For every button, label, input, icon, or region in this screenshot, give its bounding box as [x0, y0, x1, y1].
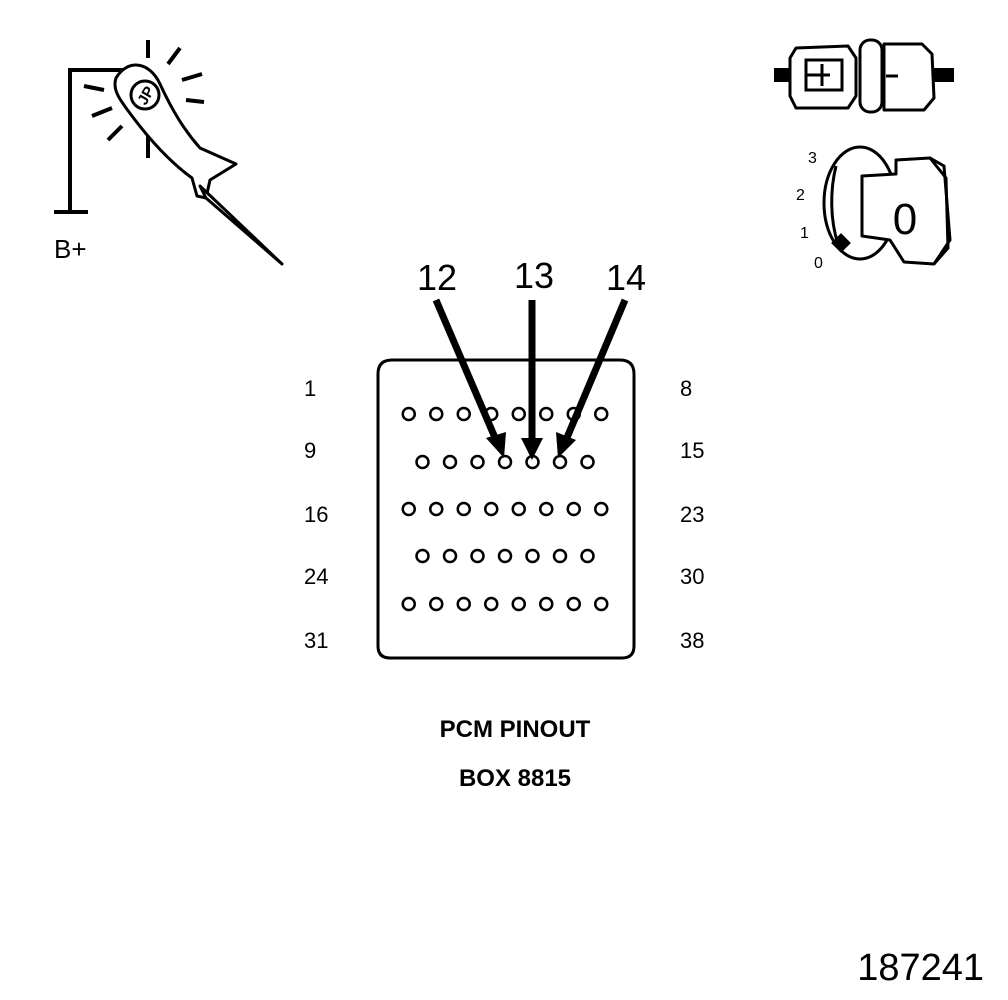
connector-pin [484, 596, 499, 612]
ignition-key-label: 0 [893, 195, 917, 244]
row-end-label: 38 [680, 628, 704, 653]
row-start-label: 1 [304, 376, 316, 401]
connector-pin [497, 454, 513, 470]
connector-pin [456, 501, 471, 517]
connector-pin [401, 406, 416, 422]
ignition-position-3: 3 [808, 150, 817, 167]
connector-pin [456, 406, 471, 422]
figure-number: 187241 [857, 947, 984, 989]
connector-pin [415, 454, 430, 470]
diagram-title: PCM PINOUT [440, 716, 591, 743]
row-start-label: 31 [304, 628, 328, 653]
connector-pin [442, 548, 458, 564]
connector-pin [429, 596, 444, 612]
connector-pin [511, 596, 526, 612]
connector-pin [580, 548, 595, 564]
connector-pin [580, 454, 595, 470]
disconnected-connector-icon [774, 38, 954, 114]
connector-pin [594, 406, 609, 422]
connector-pin [594, 596, 609, 612]
connector-pin [415, 548, 430, 564]
connector-pin [456, 596, 471, 612]
connector-pin [511, 501, 526, 517]
ignition-key-icon [822, 145, 952, 266]
connector-pin [484, 501, 499, 517]
row-end-label: 15 [680, 438, 704, 463]
connector-pin [539, 596, 554, 612]
svg-text:JP: JP [134, 84, 158, 108]
connector-pin [552, 548, 568, 564]
ignition-position-1: 1 [800, 225, 809, 242]
connector-pin [539, 406, 554, 422]
row-start-label: 9 [304, 438, 316, 463]
connector-pin [401, 596, 416, 612]
battery-positive-label: B+ [54, 234, 87, 264]
connector-pin [594, 501, 609, 517]
connector-pin [470, 548, 485, 564]
diagram-subtitle: BOX 8815 [459, 765, 571, 792]
connector-pin [552, 454, 568, 470]
callout-pin-12: 12 [417, 257, 457, 298]
connector-pin [470, 454, 485, 470]
ignition-position-2: 2 [796, 187, 805, 204]
connector-pin [429, 501, 444, 517]
connector-pin [497, 548, 513, 564]
callout-pin-14: 14 [606, 257, 646, 298]
connector-pin [539, 501, 554, 517]
connector-pin [525, 548, 540, 564]
ignition-position-0: 0 [814, 255, 823, 272]
row-start-label: 16 [304, 502, 328, 527]
row-start-label: 24 [304, 564, 328, 589]
callout-arrows [432, 298, 629, 460]
connector-pin [401, 501, 416, 517]
connector-pin [566, 501, 581, 517]
connector-pin [442, 454, 458, 470]
row-end-label: 8 [680, 376, 692, 401]
row-end-label: 23 [680, 502, 704, 527]
callout-pin-13: 13 [514, 255, 554, 296]
connector-pin [429, 406, 444, 422]
connector-pin [566, 596, 581, 612]
row-end-label: 30 [680, 564, 704, 589]
connector-pin [511, 406, 526, 422]
test-light-probe-icon: JP [54, 40, 284, 266]
connector-pins [401, 406, 609, 612]
